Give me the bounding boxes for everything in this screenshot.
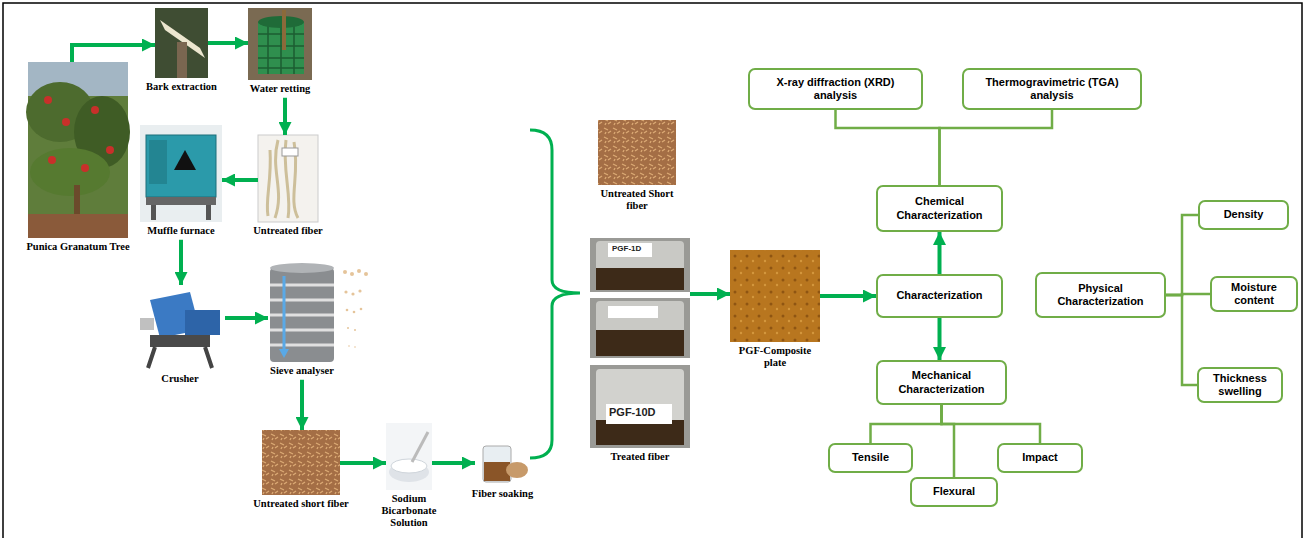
photo-node: Fiber soaking [475,440,530,485]
composite-plate-photo [730,250,820,342]
box-label: Physical Characterization [1043,282,1158,308]
flow-arrow [283,98,287,135]
image-caption: Sieve analyser [257,365,347,377]
photo-node: Sieve analyser [268,265,336,362]
flow-arrow [72,45,155,62]
crusher-photo [135,285,225,370]
box-label: Mechanical Characterization [884,369,999,395]
tree-photo [26,62,130,238]
process-box: Moisture content [1210,276,1298,312]
flow-arrow [225,316,268,320]
flow-arrow [432,461,475,465]
process-box: Flexural [910,477,998,507]
photo-node: Untreated Short fiber [598,120,676,185]
flow-arrow [179,240,183,285]
image-caption: Fiber soaking [463,488,543,500]
process-box: Tensile [828,443,913,473]
process-box: Physical Characterization [1035,272,1166,318]
fiber-soaking-photo [475,440,530,485]
flow-arrow [340,461,386,465]
image-caption: Water retting [235,83,325,95]
image-caption: Crusher [145,373,215,385]
box-label: Thermogravimetric (TGA) analysis [970,76,1134,102]
jar-label: PGF-1D [612,244,641,253]
jar-label: PGF-10D [609,406,655,418]
box-label: Tensile [836,451,905,464]
process-box: Density [1198,200,1289,230]
flow-arrow [820,294,876,298]
treated-fiber-jars-photo [590,238,690,448]
box-label: Impact [1005,451,1075,464]
sieve-analyser-photo [270,263,368,362]
bracket-connector [871,405,942,443]
short-fiber-photo [598,120,676,185]
image-caption: Bark extraction [137,81,227,93]
muffle-furnace-photo [140,125,222,222]
bracket-connector [940,110,1053,185]
photo-node: Untreated short fiber [262,430,340,495]
bracket-connector [1166,215,1198,295]
bracket-connector [1166,295,1197,385]
box-label: Chemical Characterization [884,195,995,221]
process-box: Characterization [876,274,1003,318]
box-label: Thickness swelling [1205,372,1275,398]
image-caption: PGF-Composite plate [729,345,821,369]
water-retting-photo [248,8,312,80]
photo-node: Untreated fiber [258,135,318,222]
flow-arrow [938,232,942,274]
box-label: Flexural [918,485,990,498]
photo-node: Crusher [135,285,225,370]
bark-extraction-photo [155,8,208,78]
flow-arrow [300,380,304,430]
grouping-brace [530,130,580,458]
process-box: Mechanical Characterization [876,360,1007,405]
image-caption: Untreated fiber [243,225,333,237]
photo-node: Sodium Bicarbonate Solution [386,423,432,490]
photo-node: PGF-Composite plate [730,250,820,342]
bracket-connector [942,405,1041,443]
bracket-connector [942,405,955,477]
box-label: X-ray diffraction (XRD) analysis [756,76,915,102]
flow-arrow [208,41,248,45]
process-box: X-ray diffraction (XRD) analysis [748,68,923,110]
box-label: Density [1206,208,1281,221]
image-caption: Treated fiber [595,451,685,463]
tree-photo-node: Punica Granatum Tree [28,62,128,238]
process-box: Thermogravimetric (TGA) analysis [962,68,1142,110]
image-caption: Punica Granatum Tree [16,241,140,253]
photo-node: Muffle furnace [140,125,222,222]
sodium-bicarbonate-photo [386,423,432,490]
process-box: Impact [997,443,1083,473]
flow-arrow [690,292,730,296]
untreated-fiber-photo [258,135,318,222]
box-label: Characterization [884,289,995,302]
process-box: Thickness swelling [1197,367,1283,403]
image-caption: Muffle furnace [136,225,226,237]
process-box: Chemical Characterization [876,185,1003,232]
box-label: Moisture content [1218,281,1290,307]
photo-node: Water retting [248,8,312,80]
flow-arrow [222,178,258,182]
short-fiber-photo [262,430,340,495]
image-caption: Untreated short fiber [239,498,363,510]
image-caption: Untreated Short fiber [596,188,678,212]
flow-arrow [938,318,942,360]
image-caption: Sodium Bicarbonate Solution [376,493,442,528]
bracket-connector [836,110,940,185]
photo-node: Bark extraction [155,8,208,78]
figure-frame [3,3,1302,538]
